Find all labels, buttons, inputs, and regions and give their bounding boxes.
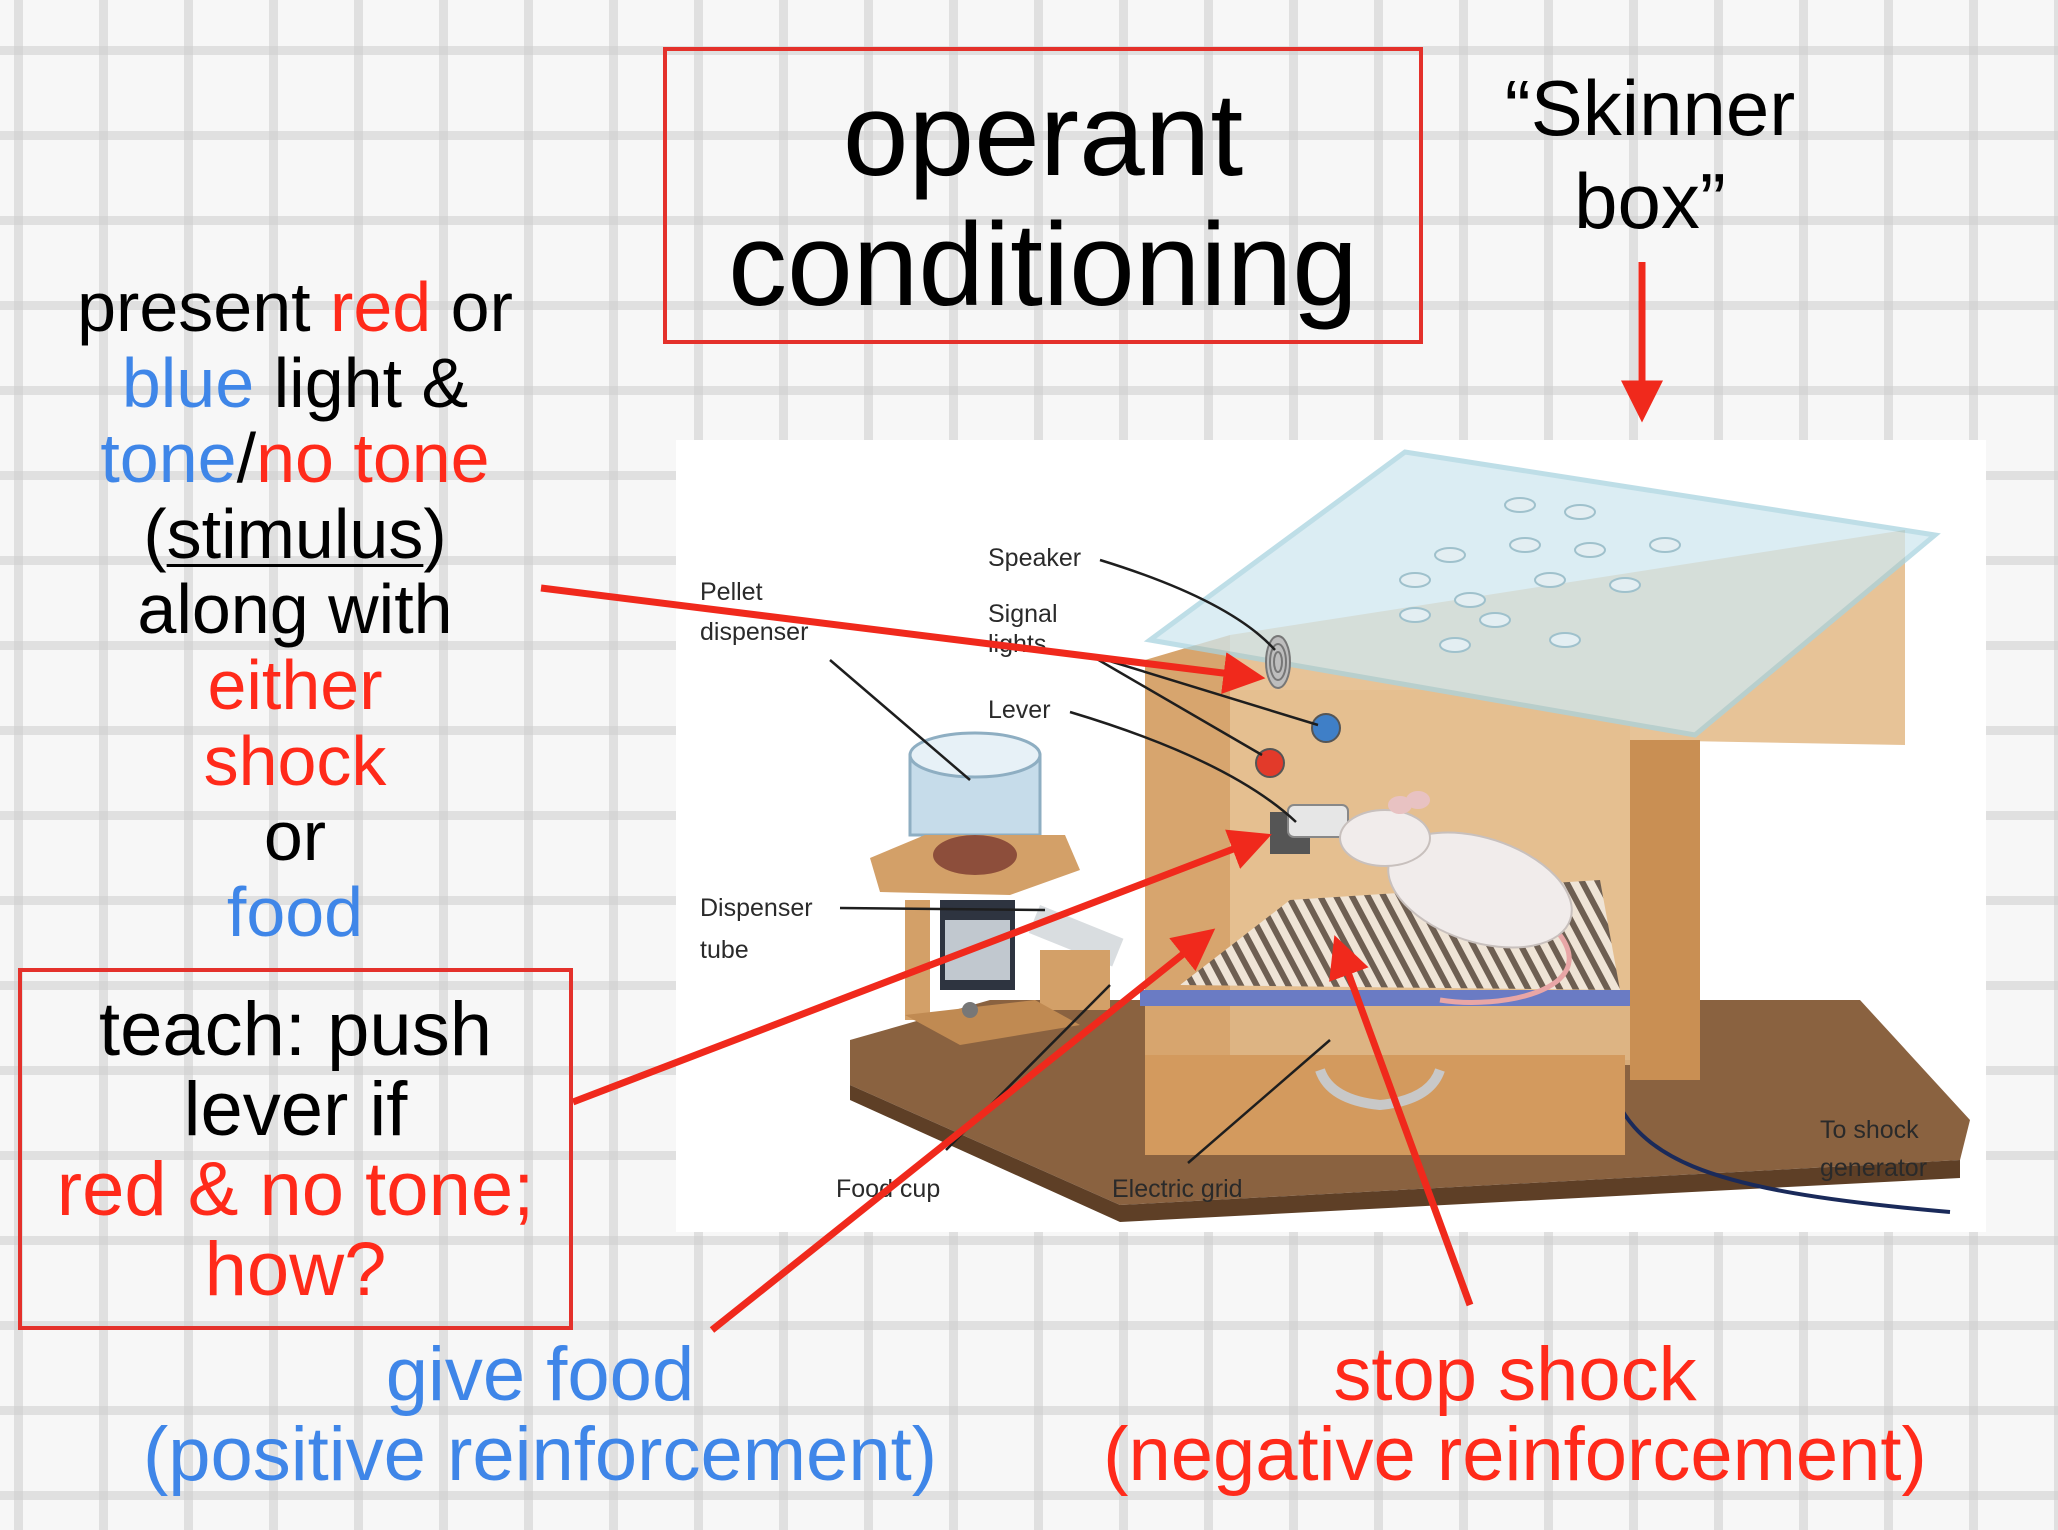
grid-strip (1140, 990, 1630, 1006)
teach-line-4: how? (204, 1227, 387, 1312)
stim-text: present (77, 268, 331, 346)
stim-red-word: red (330, 268, 432, 346)
red-signal-light (1255, 748, 1285, 778)
stim-text: light & (254, 343, 469, 422)
teach-box (18, 968, 573, 1330)
stimulus-line-3: tone/no tone (20, 419, 570, 498)
teach-line-2: lever if (183, 1067, 408, 1152)
title-line-1: operant (842, 69, 1244, 201)
stop-shock-line-2: (negative reinforcement) (1103, 1412, 1927, 1497)
stim-no-tone-word: no tone (256, 419, 490, 498)
stimulus-line-7: shock (203, 721, 387, 800)
label-pellet-line2: dispenser (700, 618, 808, 646)
stop-shock-line-1: stop shock (1333, 1332, 1697, 1417)
stimulus-line-9: food (226, 872, 364, 951)
stim-blue-word: blue (121, 343, 255, 422)
label-speaker: Speaker (988, 544, 1081, 572)
stimulus-line-6: either (207, 645, 383, 724)
stimulus-line-2: blue light & (20, 343, 570, 422)
stimulus-line-8: or (263, 797, 327, 876)
blue-signal-light (1311, 713, 1341, 743)
arrow-stop-shock (1329, 935, 1474, 1307)
label-to-shock-line1: To shock (1820, 1116, 1919, 1144)
stimulus-line-1: present red or (20, 268, 570, 346)
teach-line-3: red & no tone; (56, 1147, 535, 1232)
skinner-box-label: “Skinner box” (1440, 62, 1860, 248)
give-food-line-2: (positive reinforcement) (142, 1412, 938, 1497)
stim-stimulus-word: stimulus (166, 494, 424, 573)
annotation-arrows (540, 262, 1663, 1333)
label-signal-lights-line1: Signal (988, 600, 1058, 628)
arrow-give-food (709, 928, 1216, 1333)
title-box (663, 47, 1423, 344)
rat-icon (1339, 791, 1573, 1005)
stim-slash: / (236, 419, 257, 498)
stim-paren: ( (143, 494, 167, 573)
label-dispenser-tube-line1: Dispenser (700, 894, 813, 922)
page-title: operant conditioning (663, 70, 1423, 330)
lever-icon (1270, 804, 1349, 854)
teach-text: teach: push lever if red & no tone; how? (18, 990, 573, 1310)
give-food-line-1: give food (385, 1332, 695, 1417)
stimulus-line-4: (stimulus) (20, 494, 570, 573)
base-edge (850, 1085, 1960, 1222)
stimulus-line-5: along with (137, 570, 453, 649)
box-lid (1143, 449, 1941, 738)
speaker-icon (1265, 635, 1291, 689)
stim-paren: ) (423, 494, 447, 573)
box-corner-post (1630, 740, 1700, 1080)
give-food-caption: give food (positive reinforcement) (40, 1335, 1040, 1495)
skinner-line-2: box” (1574, 157, 1726, 245)
teach-line-1: teach: push (99, 987, 492, 1072)
arrow-teach-lever (571, 829, 1272, 1106)
label-dispenser-tube-line2: tube (700, 936, 749, 964)
label-to-shock-line2: generator (1820, 1154, 1927, 1182)
label-lever: Lever (988, 696, 1051, 724)
title-line-2: conditioning (728, 199, 1358, 331)
arrow-stimulus (540, 584, 1266, 694)
stim-text: or (431, 268, 513, 346)
stop-shock-caption: stop shock (negative reinforcement) (1040, 1335, 1990, 1495)
stim-tone-word: tone (100, 419, 237, 498)
label-electric-grid: Electric grid (1112, 1175, 1243, 1203)
stimulus-description: present red or blue light & tone/no tone… (20, 268, 570, 951)
lid-holes (1399, 497, 1681, 653)
drawer-handle (1315, 1068, 1445, 1111)
label-pellet-line1: Pellet (700, 578, 763, 606)
skinner-line-1: “Skinner (1504, 64, 1796, 152)
